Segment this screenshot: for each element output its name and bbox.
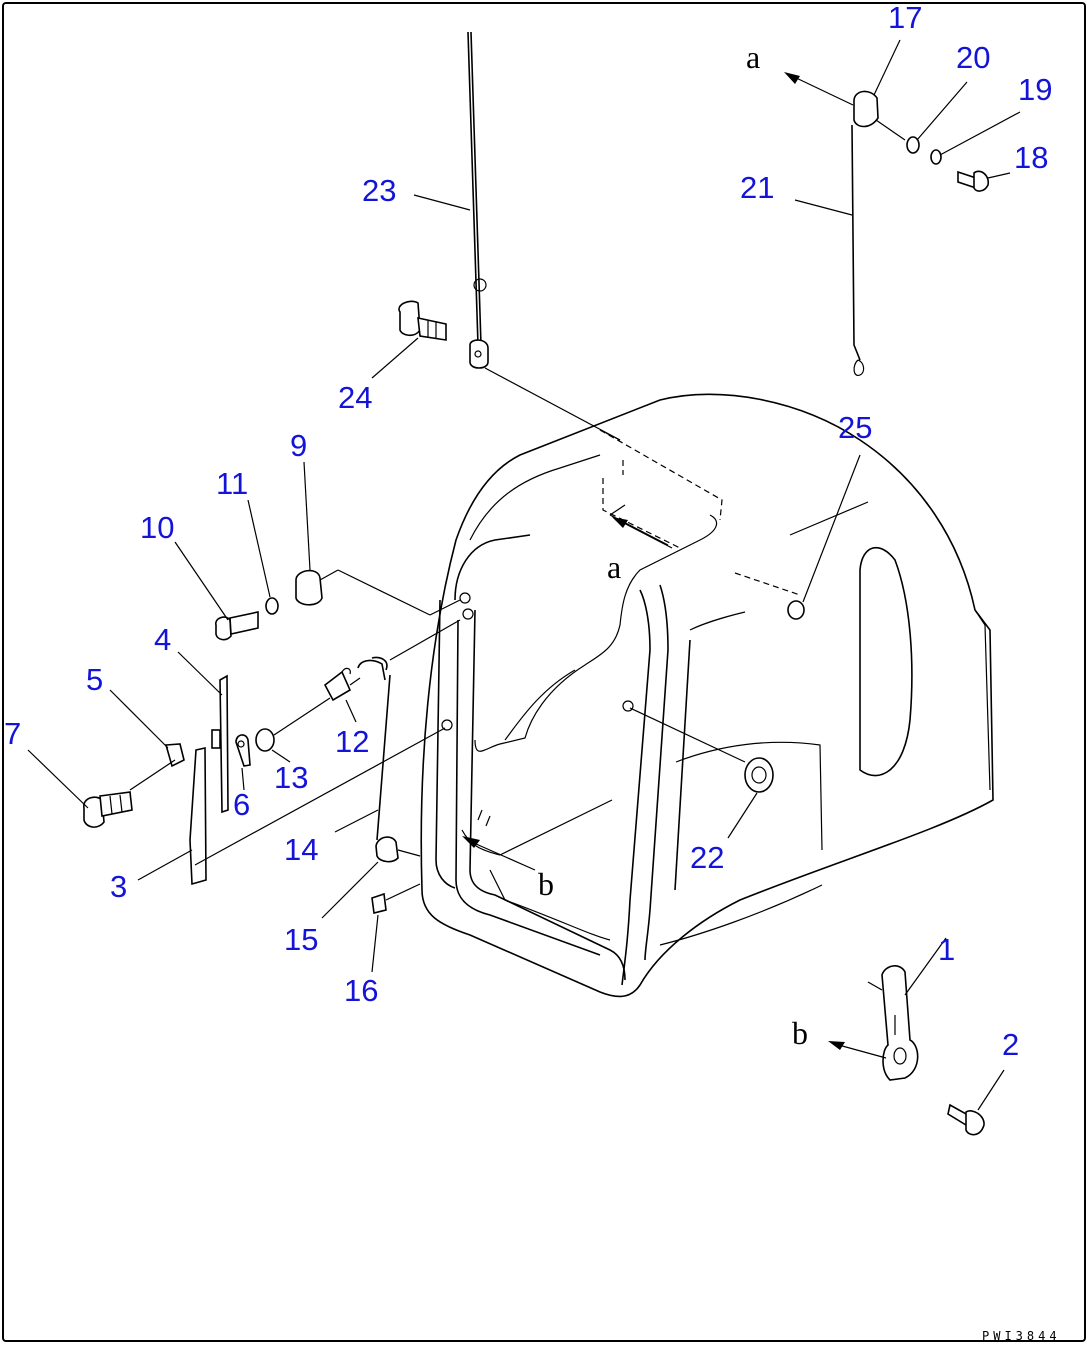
callout-1: 1 <box>938 932 955 967</box>
part-wiper-motor-9 <box>295 569 461 616</box>
part-washer-19 <box>930 149 942 165</box>
callout-18: 18 <box>1014 140 1048 175</box>
part-clip-16 <box>371 883 421 914</box>
callout-15: 15 <box>284 922 318 957</box>
callout-9: 9 <box>290 428 307 463</box>
part-grommet-22 <box>629 707 774 793</box>
part-bracket-1 <box>828 965 919 1081</box>
ref-letter-a-cab: a <box>607 549 621 585</box>
callout-20: 20 <box>956 40 990 75</box>
callout-14: 14 <box>284 832 318 867</box>
ref-letter-b-cab: b <box>538 866 554 902</box>
part-hose-14 <box>357 619 461 841</box>
reference-arrows <box>462 517 673 871</box>
part-wire-21 <box>851 124 865 377</box>
callout-17: 17 <box>888 0 922 35</box>
callout-labels: 1 2 3 4 5 6 7 9 10 11 12 13 14 15 16 17 … <box>4 0 1052 1062</box>
part-light-17 <box>784 72 906 141</box>
callout-23: 23 <box>362 173 396 208</box>
part-clip-25 <box>787 600 805 620</box>
callout-4: 4 <box>154 622 171 657</box>
callout-25: 25 <box>838 410 872 445</box>
part-clip-6 <box>235 734 251 767</box>
reference-letters: a a b b <box>538 39 808 1051</box>
drawing-code: PWI3844 <box>982 1329 1061 1343</box>
callout-19: 19 <box>1018 72 1052 107</box>
callout-3: 3 <box>110 869 127 904</box>
callout-2: 2 <box>1002 1027 1019 1062</box>
callout-5: 5 <box>86 662 103 697</box>
callout-10: 10 <box>140 510 174 545</box>
part-washer-20 <box>906 136 920 154</box>
callout-6: 6 <box>233 787 250 822</box>
cab-body <box>420 393 994 998</box>
parts <box>83 31 990 1136</box>
part-antenna-23 <box>467 31 621 441</box>
callout-16: 16 <box>344 973 378 1008</box>
part-nut-5 <box>129 743 185 791</box>
part-bolt-18 <box>957 170 990 192</box>
part-washer-11 <box>265 597 279 615</box>
part-nozzle-12 <box>323 667 361 702</box>
callout-24: 24 <box>338 380 372 415</box>
part-bolt-10 <box>215 611 259 641</box>
part-wiper-blade-4 <box>211 674 229 814</box>
part-bolt-24 <box>398 300 447 341</box>
callout-21: 21 <box>740 170 774 205</box>
part-bolt-7 <box>83 791 133 828</box>
ref-letter-b-bracket: b <box>792 1015 808 1051</box>
callout-11: 11 <box>216 466 248 501</box>
callout-13: 13 <box>274 760 308 795</box>
callout-22: 22 <box>690 840 724 875</box>
part-bolt-2 <box>947 1103 985 1136</box>
ref-letter-a-top: a <box>746 39 760 75</box>
leader-lines <box>27 39 1021 1111</box>
part-washer-13 <box>255 697 331 752</box>
part-grommet-15 <box>375 836 421 863</box>
part-wiper-arm-3 <box>189 727 446 886</box>
callout-7: 7 <box>4 716 21 751</box>
callout-12: 12 <box>335 724 369 759</box>
